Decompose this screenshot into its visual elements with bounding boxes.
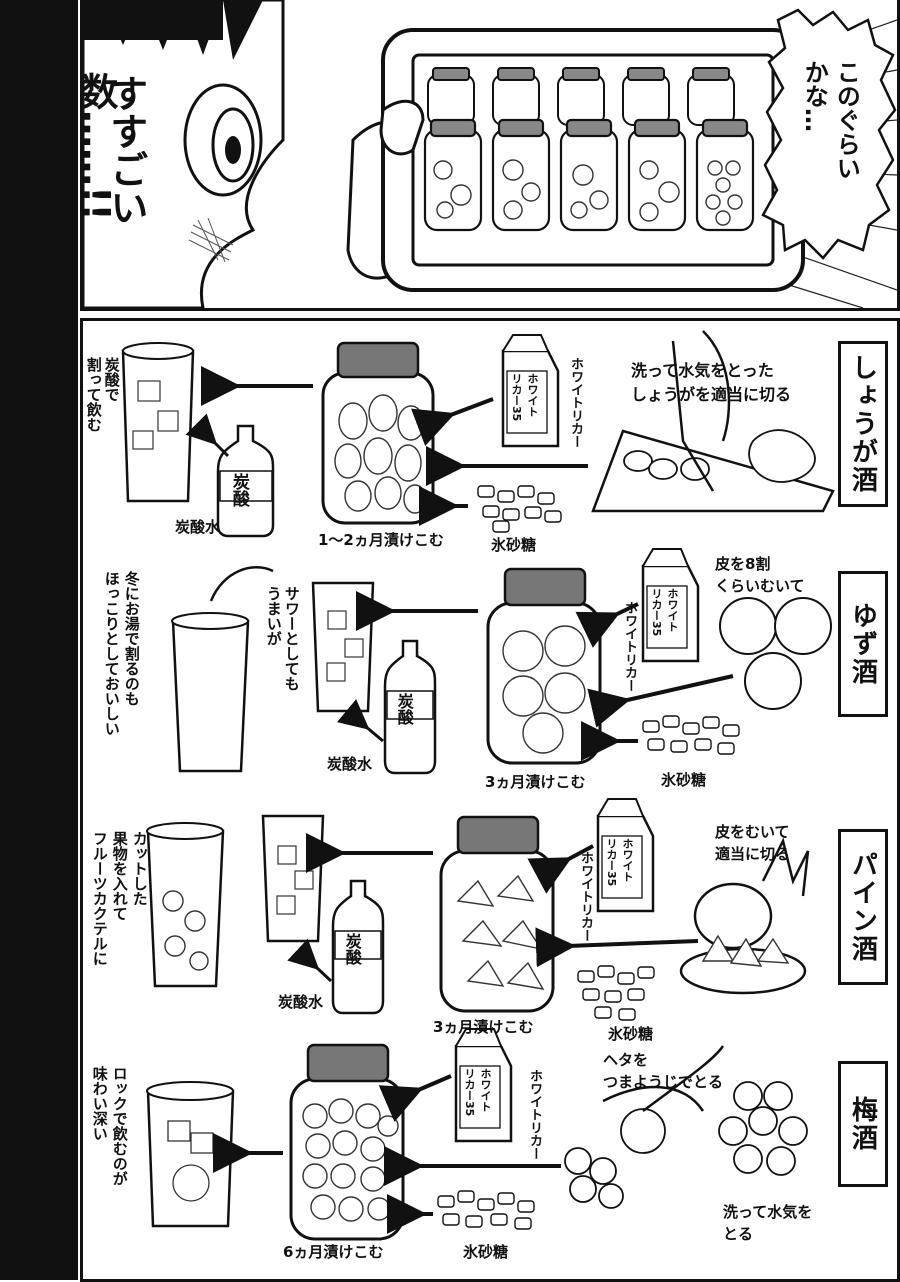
yuzu-sugar-label: 氷砂糖 [661, 771, 707, 789]
recipe-panel-art [121, 330, 835, 1241]
yuzu-soda-label: 炭酸水 [327, 755, 373, 773]
top-panel: すすごい 数……!! このぐらい かな… [80, 0, 900, 311]
pineapple-bottle-text: 炭酸 [342, 933, 362, 965]
pineapple-soda-label: 炭酸水 [278, 993, 324, 1011]
ginger-sugar-label: 氷砂糖 [491, 536, 537, 554]
ginger-soda-label: 炭酸水 [175, 518, 221, 536]
pineapple-serve-line-2: 果物を入れて [110, 831, 129, 921]
ume-carton-text-2: リカー35 [463, 1068, 476, 1117]
ginger-carton-text-2: リカー35 [510, 373, 523, 422]
pineapple-serve-line-3: フルーツカクテルに [90, 831, 109, 966]
ginger-serve-line-2: 割って飲む [84, 357, 103, 432]
ginger-liquor-label: ホワイトリカー [568, 357, 583, 448]
ginger-carton-text-1: ホワイト [526, 373, 539, 417]
ginger-serve-line-1: 炭酸で [102, 357, 121, 402]
caption-line-2: かな… [800, 60, 829, 132]
ume-prep2-line-1: 洗って水気を [723, 1203, 813, 1221]
yuzu-prep-line-1: 皮を8割 [715, 555, 771, 573]
pineapple-sugar-label: 氷砂糖 [608, 1025, 654, 1043]
ginger-bottle-text: 炭酸 [228, 473, 249, 507]
pineapple-steep-label: 3ヵ月漬けこむ [433, 1018, 534, 1036]
pineapple-liquor-label: ホワイトリカー [578, 851, 593, 942]
caption-line-1: このぐらい [832, 60, 861, 180]
yuzu-serve-line-2: うまいが [264, 586, 283, 646]
recipe-title-pineapple: パイン酒 [838, 829, 888, 985]
ume-carton-text-1: ホワイト [479, 1068, 492, 1112]
shout-line-1: すすごい [103, 74, 148, 226]
recipe-title-yuzu: ゆず酒 [838, 571, 888, 717]
pineapple-serve-line-1: カットした [130, 831, 149, 906]
recipe-title-ume: 梅酒 [838, 1061, 888, 1187]
pineapple-carton-text-2: リカー35 [605, 838, 618, 887]
yuzu-extra-line-1: 冬にお湯で割るのも [122, 571, 141, 706]
shout-line-2: 数……!! [80, 72, 118, 221]
yuzu-bottle-text: 炭酸 [394, 693, 414, 725]
yuzu-carton-text-2: リカー35 [650, 588, 663, 637]
ginger-steep-label: 1〜2ヵ月漬けこむ [318, 531, 444, 549]
yuzu-extra-line-2: ほっこりとしておいしい [102, 571, 121, 736]
ume-serve-line-2: 味わい深い [90, 1066, 109, 1141]
ume-prep-line-2: つまようじでとる [603, 1073, 724, 1091]
yuzu-carton-text-1: ホワイト [666, 588, 679, 632]
ume-prep2-line-2: とる [723, 1225, 754, 1243]
ume-steep-label: 6ヵ月漬けこむ [283, 1243, 384, 1261]
recipe-title-ginger: しょうが酒 [838, 341, 888, 507]
yuzu-liquor-label: ホワイトリカー [622, 601, 637, 692]
pineapple-prep-line-1: 皮をむいて [715, 823, 790, 841]
ginger-prep-line-1: 洗って水気をとった [631, 361, 774, 380]
ume-serve-line-1: ロックで飲むのが [110, 1066, 129, 1186]
yuzu-steep-label: 3ヵ月漬けこむ [485, 773, 586, 791]
ume-liquor-label: ホワイトリカー [527, 1069, 542, 1160]
pineapple-carton-text-1: ホワイト [621, 838, 634, 882]
ume-prep-line-1: ヘタを [603, 1051, 649, 1069]
ginger-prep-line-2: しょうがを適当に切る [631, 385, 792, 404]
pineapple-prep-line-2: 適当に切る [715, 845, 791, 863]
yuzu-serve-line-1: サワーとしても [282, 586, 301, 691]
ume-sugar-label: 氷砂糖 [463, 1243, 509, 1261]
top-panel-art [83, 0, 897, 308]
page-gutter [0, 0, 78, 1280]
recipe-panel: しょうが酒 ゆず酒 パイン酒 梅酒 洗って水気をとった しょうがを適当に切る ホ… [80, 318, 900, 1282]
yuzu-prep-line-2: くらいむいて [715, 577, 805, 595]
